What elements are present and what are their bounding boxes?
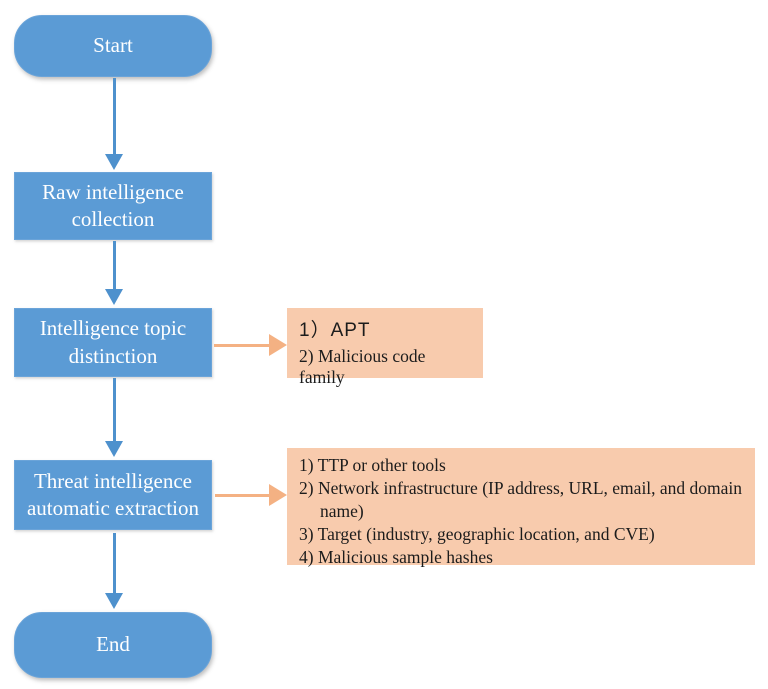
node-end-label: End (96, 632, 130, 657)
annotation-topic-types-line-1: 1）APT (299, 320, 371, 341)
node-raw-label: Raw intelligence collection (42, 179, 184, 231)
annotation-topic-types-line-2: 2) Malicious code family (299, 346, 426, 387)
annotation-extracted-items: 1) TTP or other tools 2) Network infrast… (287, 448, 755, 567)
annotation-extracted-item-1: 1) TTP or other tools (299, 455, 446, 475)
arrow-raw-to-topic-head-icon (105, 289, 123, 305)
arrow-start-to-raw-head-icon (105, 154, 123, 170)
node-end: End (14, 612, 212, 678)
annotation-extracted-item-2: 2) Network infrastructure (IP address, U… (299, 478, 743, 521)
node-intelligence-topic-distinction: Intelligence topic distinction (14, 308, 212, 377)
node-start: Start (14, 15, 212, 77)
annotation-topic-types: 1）APT 2) Malicious code family (287, 308, 483, 387)
node-threat-intelligence-automatic-extraction: Threat intelligence automatic extraction (14, 460, 212, 530)
arrow-threat-to-annotation-head-icon (269, 484, 287, 506)
arrow-topic-to-threat-line (113, 378, 116, 442)
annotation-extracted-item-3: 3) Target (industry, geographic location… (299, 524, 655, 544)
node-start-label: Start (93, 33, 133, 58)
arrow-topic-to-threat-head-icon (105, 441, 123, 457)
arrow-threat-to-annotation-line (215, 494, 270, 497)
node-raw-intelligence-collection: Raw intelligence collection (14, 172, 212, 240)
annotation-extracted-item-4: 4) Malicious sample hashes (299, 547, 493, 567)
arrow-threat-to-end-line (113, 533, 116, 594)
arrow-threat-to-end-head-icon (105, 593, 123, 609)
arrow-raw-to-topic-line (113, 241, 116, 290)
arrow-topic-to-annotation-head-icon (269, 334, 287, 356)
node-threat-label: Threat intelligence automatic extraction (26, 468, 199, 520)
arrow-topic-to-annotation-line (214, 344, 270, 347)
node-topic-label: Intelligence topic distinction (39, 316, 187, 368)
arrow-start-to-raw-line (113, 78, 116, 155)
